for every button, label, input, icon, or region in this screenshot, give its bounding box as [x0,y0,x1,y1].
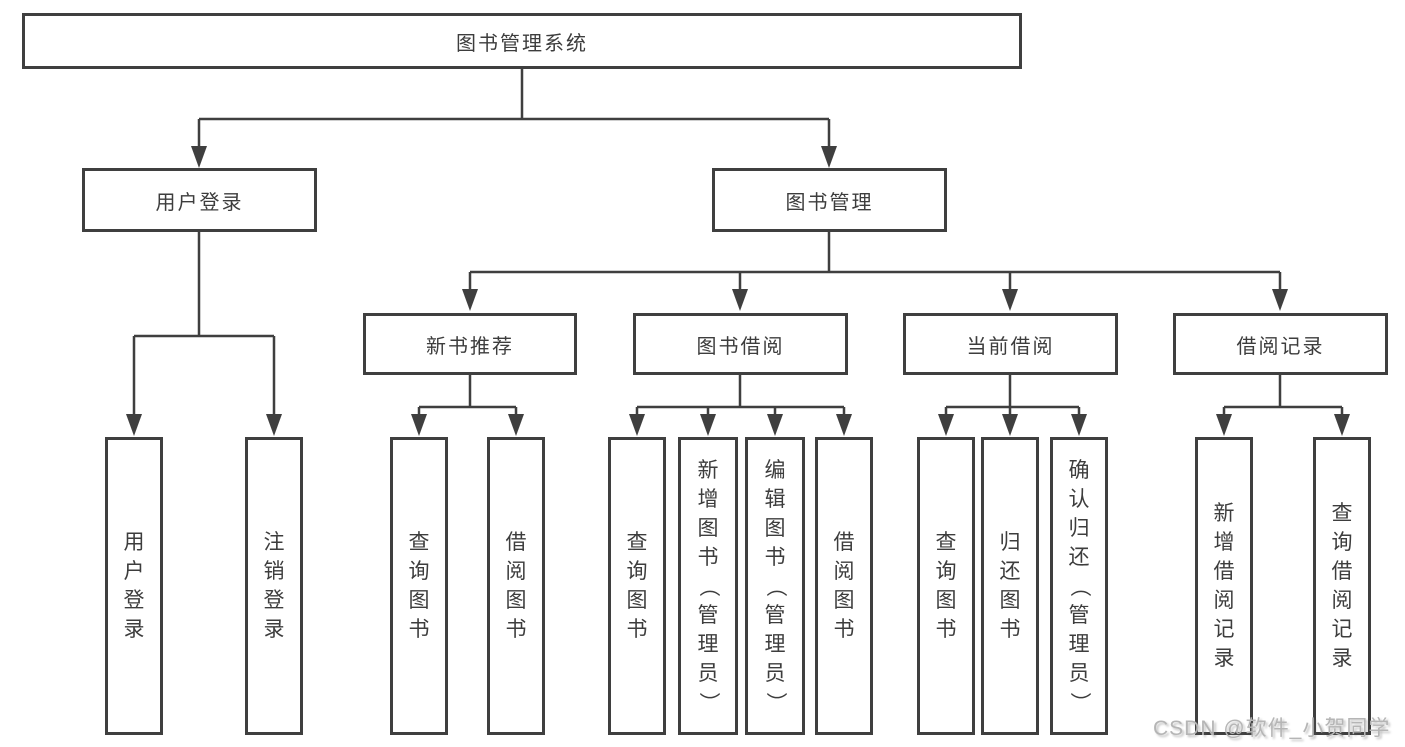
node-current-borrowing: 当前借阅 [903,313,1118,375]
watermark: CSDN @软件_小贺同学 [1153,717,1391,740]
node-root: 图书管理系统 [22,13,1022,69]
connector-new-book-recommend-leaves [411,375,524,436]
leaf-recommend-query-books: 查询图书 [390,437,448,735]
leaf-user-login: 用户登录 [105,437,163,735]
leaf-borrowing-borrow-books: 借阅图书 [815,437,873,735]
leaf-records-query-record: 查询借阅记录 [1313,437,1371,735]
connector-current-borrowing-leaves [938,375,1087,436]
leaf-current-return-books: 归还图书 [981,437,1039,735]
leaf-logout: 注销登录 [245,437,303,735]
connector-book-management-branch [462,232,1288,311]
leaf-borrowing-edit-books-admin: 编辑图书（管理员） [745,437,805,735]
node-user-login-branch: 用户登录 [82,168,317,232]
leaf-borrowing-add-books-admin: 新增图书（管理员） [678,437,738,735]
leaf-current-confirm-return-admin: 确认归还（管理员） [1050,437,1108,735]
node-book-management-branch: 图书管理 [712,168,947,232]
node-new-book-recommend: 新书推荐 [363,313,577,375]
node-book-borrowing: 图书借阅 [633,313,848,375]
connector-user-login-branch [126,232,282,436]
leaf-borrowing-query-books: 查询图书 [608,437,666,735]
connector-book-borrowing-leaves [629,375,852,436]
connector-root-to-level1 [191,69,837,168]
leaf-records-add-record: 新增借阅记录 [1195,437,1253,735]
connector-borrow-records-leaves [1216,375,1350,436]
leaf-current-query-books: 查询图书 [917,437,975,735]
node-borrow-records: 借阅记录 [1173,313,1388,375]
leaf-recommend-borrow-books: 借阅图书 [487,437,545,735]
